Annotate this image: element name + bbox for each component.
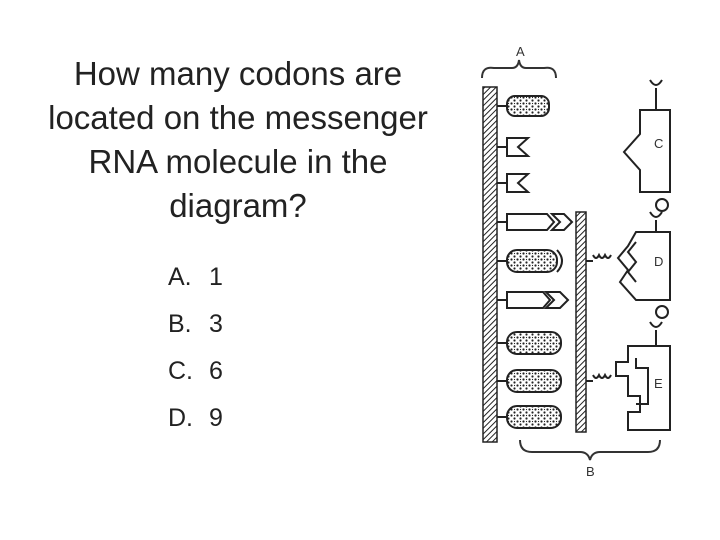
- answer-value: 9: [209, 404, 223, 432]
- chevron-block: [506, 213, 556, 231]
- bond-coil: [592, 252, 612, 259]
- codon-block: [506, 369, 562, 393]
- answer-letter: B.: [168, 310, 192, 338]
- label-c: C: [654, 136, 663, 151]
- chevron-block: [506, 291, 552, 309]
- answer-option-a: A. 1: [168, 254, 223, 301]
- question-text: How many codons are located on the messe…: [18, 52, 458, 228]
- answer-letter: A.: [168, 263, 192, 291]
- question-line: How many codons are: [73, 55, 403, 92]
- label-b: B: [586, 464, 595, 479]
- brace-b: [519, 439, 661, 461]
- trna-e: [615, 345, 671, 431]
- answer-option-c: C. 6: [168, 348, 223, 395]
- notch-shape: [506, 137, 531, 157]
- codon-block: [506, 249, 558, 273]
- bond-coil: [592, 372, 612, 379]
- codon-block: [506, 331, 562, 355]
- notch-shape: [506, 173, 531, 193]
- backbone-strand: [482, 86, 498, 443]
- answer-value: 1: [209, 263, 223, 291]
- secondary-strand: [575, 211, 587, 433]
- brace-a: [481, 59, 557, 79]
- label-d: D: [654, 254, 663, 269]
- answer-letter: D.: [168, 404, 193, 432]
- answer-list: A. 1 B. 3 C. 6 D. 9: [168, 254, 223, 442]
- protein-synthesis-diagram: A: [481, 44, 671, 479]
- label-e: E: [654, 376, 663, 391]
- codon-block: [506, 95, 550, 117]
- answer-option-b: B. 3: [168, 301, 223, 348]
- question-line: diagram?: [169, 187, 307, 224]
- question-line: RNA molecule in the: [88, 143, 388, 180]
- codon-block: [506, 405, 562, 429]
- answer-letter: C.: [168, 357, 193, 385]
- answer-option-d: D. 9: [168, 395, 223, 442]
- question-line: located on the messenger: [48, 99, 428, 136]
- answer-value: 3: [209, 310, 223, 338]
- label-a: A: [516, 44, 525, 59]
- trna-c: [622, 109, 671, 193]
- answer-value: 6: [209, 357, 223, 385]
